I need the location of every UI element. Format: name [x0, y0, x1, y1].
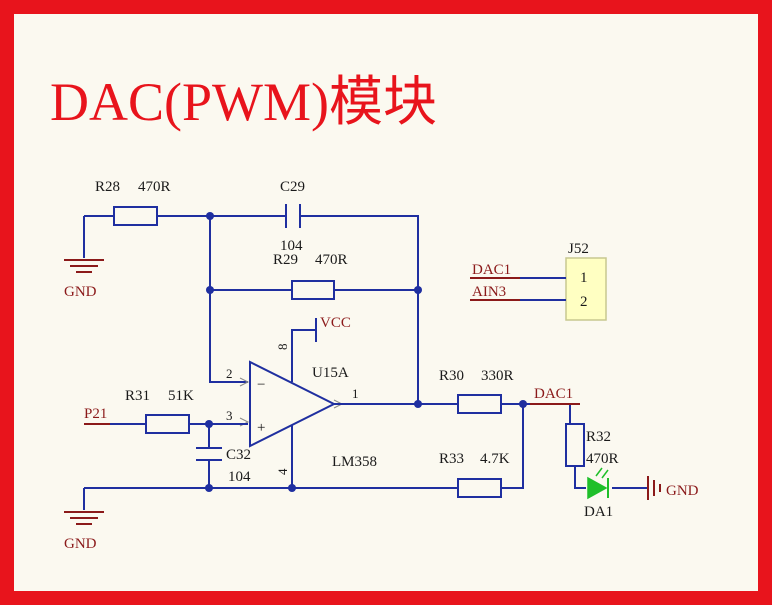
j52-connector — [565, 257, 607, 321]
gnd-label-bottom: GND — [64, 536, 97, 552]
page-title: DAC(PWM)模块 — [50, 72, 437, 132]
vcc-label: VCC — [320, 315, 351, 331]
opamp-pin-gnd: 4 — [275, 468, 290, 475]
da1-led-icon — [587, 467, 609, 500]
da1-ref: DA1 — [584, 504, 613, 520]
r29-ref: R29 — [273, 252, 298, 268]
ground-rail — [84, 404, 524, 489]
r29-value: 470R — [315, 252, 348, 268]
r30-ref: R30 — [439, 368, 464, 384]
dac1-label-connector: DAC1 — [472, 262, 511, 278]
c32-ref: C32 — [226, 447, 251, 463]
r32-value: 470R — [586, 451, 619, 467]
opamp-pin-vcc: 8 — [275, 344, 290, 351]
gnd-symbol-right — [647, 476, 661, 500]
feedback-wire-top — [84, 215, 419, 290]
r30-resistor — [457, 394, 502, 414]
feedback-wire-r29 — [209, 216, 419, 404]
junction-dot — [414, 286, 422, 294]
u15a-opamp — [239, 318, 344, 488]
opamp-pin-minus: 2 — [226, 366, 233, 381]
opamp-minus-sign: − — [257, 377, 265, 393]
c32-capacitor — [196, 447, 222, 461]
r31-value: 51K — [168, 388, 194, 404]
r30-value: 330R — [481, 368, 514, 384]
j52-ref: J52 — [568, 241, 589, 257]
ain3-label: AIN3 — [472, 284, 506, 300]
junction-dot — [414, 400, 422, 408]
r29-resistor — [291, 280, 335, 300]
u15a-ref: U15A — [312, 365, 349, 381]
r33-resistor — [457, 478, 502, 498]
p21-label: P21 — [84, 406, 107, 422]
gnd-symbol-top — [64, 216, 104, 273]
gnd-label-right: GND — [666, 483, 699, 499]
r32-ref: R32 — [586, 429, 611, 445]
dac1-label-right: DAC1 — [534, 386, 573, 402]
r31-ref: R31 — [125, 388, 150, 404]
c29-capacitor — [285, 204, 301, 228]
gnd-label-top: GND — [64, 284, 97, 300]
c29-ref: C29 — [280, 179, 305, 195]
opamp-pin-plus: 3 — [226, 408, 233, 423]
r28-value: 470R — [138, 179, 171, 195]
inverting-input-wire — [209, 290, 248, 383]
j52-pin1: 1 — [580, 270, 588, 286]
c32-value: 104 — [228, 469, 251, 485]
junction-dot — [205, 484, 213, 492]
gnd-symbol-bottom — [64, 511, 104, 525]
r33-ref: R33 — [439, 451, 464, 467]
c29-value: 104 — [280, 238, 303, 254]
opamp-plus-sign: + — [257, 420, 265, 436]
r28-ref: R28 — [95, 179, 120, 195]
j52-pin2: 2 — [580, 294, 588, 310]
opamp-pin-out: 1 — [352, 386, 359, 401]
junction-dot — [288, 484, 296, 492]
u15a-part: LM358 — [332, 454, 377, 470]
r28-resistor — [113, 206, 158, 226]
junction-dot — [206, 212, 214, 220]
r31-resistor — [145, 414, 190, 434]
r33-value: 4.7K — [480, 451, 510, 467]
led-wire — [574, 466, 648, 489]
